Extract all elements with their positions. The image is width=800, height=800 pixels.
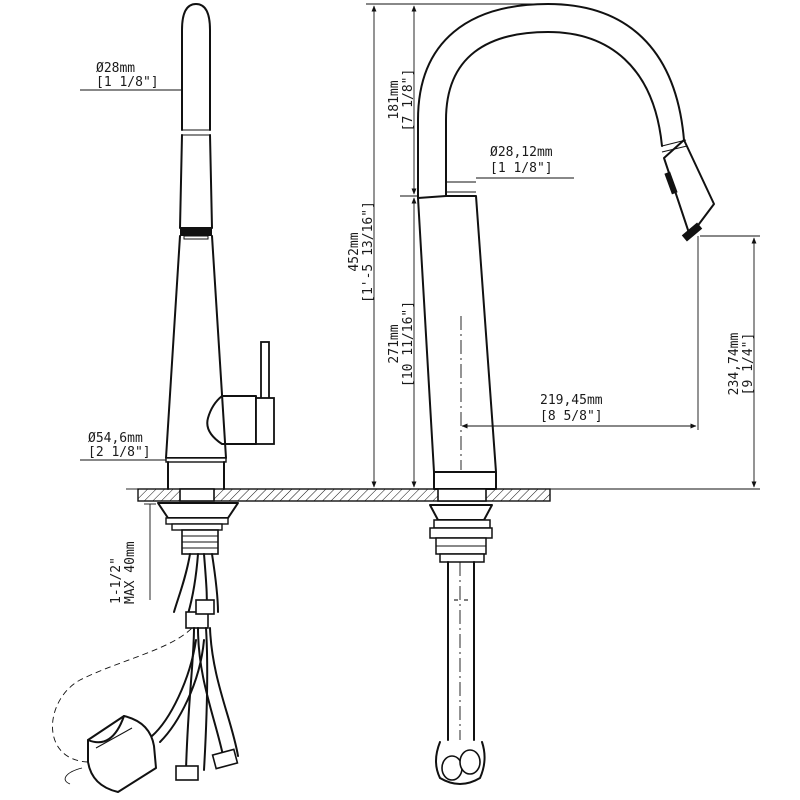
max-deck-thickness-imperial: 1-1/2" [109, 557, 124, 604]
overall-height-imperial: [1'-5 13/16"] [361, 201, 376, 303]
side-view-faucet [52, 3, 275, 793]
side-mounting-hardware [157, 488, 239, 555]
side-supply-hoses [52, 553, 239, 793]
base-diameter-metric: Ø54,6mm [88, 431, 143, 446]
spray-head-outline [181, 3, 211, 131]
body-height-imperial: [10 11/16"] [401, 301, 416, 387]
base-diameter-imperial: [2 1/8"] [88, 445, 151, 460]
spout-arc-height-metric: 181mm [387, 80, 402, 119]
front-view-dimensions: 452mm [1'-5 13/16"] 181mm [7 1/8"] 271mm… [347, 3, 760, 490]
front-body-outline [417, 195, 497, 473]
spout-reach-metric: 219,45mm [540, 393, 603, 408]
lever-handle [206, 341, 275, 445]
spout-top-diameter-metric: Ø28mm [96, 61, 135, 76]
spout-reach-imperial: [8 5/8"] [540, 409, 603, 424]
spout-top-diameter-imperial: [1 1/8"] [96, 75, 159, 90]
body-height-metric: 271mm [387, 324, 402, 363]
spout-arc-height-imperial: [7 1/8"] [401, 69, 416, 132]
side-body-outline [165, 235, 227, 459]
gooseneck-inner [445, 31, 663, 197]
spout-clearance-metric: 234,74mm [727, 333, 742, 396]
spray-nozzle [180, 228, 212, 236]
max-deck-thickness-metric: MAX 40mm [123, 541, 138, 604]
front-view-faucet [417, 3, 715, 785]
front-mounting-hardware [429, 504, 493, 785]
body-diameter-imperial: [1 1/8"] [490, 161, 553, 176]
spout-clearance-imperial: [9 1/4"] [741, 333, 756, 396]
overall-height-metric: 452mm [347, 232, 362, 271]
side-view-dimensions: Ø28mm [1 1/8"] Ø54,6mm [2 1/8"] 1-1/2" M… [80, 61, 182, 604]
body-diameter-metric: Ø28,12mm [490, 145, 553, 160]
